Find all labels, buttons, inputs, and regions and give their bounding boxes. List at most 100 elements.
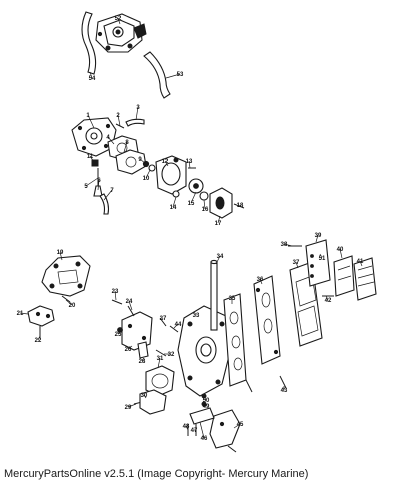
leader-line-25 xyxy=(117,331,121,335)
cover-plate-19 xyxy=(41,255,91,297)
leader-line-5 xyxy=(85,177,99,187)
callout-25: 25 xyxy=(115,332,122,338)
exhaust-cover-31 xyxy=(145,365,175,397)
leader-line-53 xyxy=(165,73,181,79)
callout-33: 33 xyxy=(193,313,200,319)
bracket-45 xyxy=(209,409,241,449)
leader-line-36 xyxy=(259,278,263,285)
callout-48: 48 xyxy=(183,424,190,430)
leader-line-2 xyxy=(117,114,121,127)
reed-stops-40 xyxy=(333,255,355,297)
callout-46: 46 xyxy=(201,436,208,442)
image-caption: MercuryPartsOnline v2.5.1 (Image Copyrig… xyxy=(4,468,309,480)
shaft-34 xyxy=(210,259,218,331)
callout-27: 27 xyxy=(160,316,167,322)
leader-line-7 xyxy=(103,189,113,201)
spacer-28 xyxy=(137,341,149,359)
leader-line-29 xyxy=(127,403,137,408)
callout-24: 24 xyxy=(126,299,133,305)
callout-50: 50 xyxy=(203,398,210,404)
callout-3: 3 xyxy=(136,105,140,111)
leader-line-11 xyxy=(89,155,95,163)
link-46 xyxy=(189,407,215,425)
callout-36: 36 xyxy=(257,277,264,283)
leader-line-19 xyxy=(59,251,63,261)
callout-37: 37 xyxy=(293,260,300,266)
fuel-pump-assembly xyxy=(95,13,147,53)
callout-49: 49 xyxy=(203,404,210,410)
callout-26: 26 xyxy=(125,347,132,353)
leader-line-14 xyxy=(172,196,177,208)
exploded-parts-diagram: 1234567891011121314151617181920212223242… xyxy=(17,11,377,453)
leader-line-41 xyxy=(359,260,363,267)
callout-6: 6 xyxy=(97,178,101,184)
leader-line-50 xyxy=(203,395,207,401)
callout-22: 22 xyxy=(35,338,42,344)
leader-line-4 xyxy=(107,136,115,145)
leader-line-12 xyxy=(164,160,169,167)
callout-12: 12 xyxy=(162,159,169,165)
leader-line-17 xyxy=(217,215,221,224)
leader-line-51 xyxy=(319,253,323,259)
leader-line-48 xyxy=(185,425,189,431)
callout-44: 44 xyxy=(175,322,182,328)
callout-35: 35 xyxy=(229,296,236,302)
gasket-30 xyxy=(139,389,167,415)
callout-11: 11 xyxy=(87,154,94,160)
screw-23 xyxy=(111,299,123,305)
callout-14: 14 xyxy=(170,205,177,211)
fuel-hose-53 xyxy=(143,51,171,99)
leader-line-46 xyxy=(199,421,205,439)
leader-line-28 xyxy=(141,357,145,362)
leader-line-27 xyxy=(161,317,164,321)
screw-44b xyxy=(245,379,253,393)
leader-line-24 xyxy=(128,300,133,311)
callout-38: 38 xyxy=(281,242,288,248)
callout-47: 47 xyxy=(191,428,198,434)
leader-line-10 xyxy=(145,169,151,179)
callout-53: 53 xyxy=(177,72,184,78)
callout-34: 34 xyxy=(217,254,224,260)
callout-32: 32 xyxy=(168,352,175,358)
screw-20a xyxy=(61,295,71,303)
leader-line-6 xyxy=(97,179,100,191)
leader-line-20 xyxy=(65,299,73,306)
leader-line-54 xyxy=(89,71,93,79)
leader-line-40 xyxy=(339,248,343,259)
leader-line-3 xyxy=(135,106,139,121)
callout-28: 28 xyxy=(139,359,146,365)
leader-line-23 xyxy=(114,290,117,301)
oring-10 xyxy=(148,164,156,172)
leader-line-45 xyxy=(233,423,241,429)
callout-23: 23 xyxy=(112,289,119,295)
callout-29: 29 xyxy=(125,405,132,411)
leader-line-38 xyxy=(283,243,293,247)
callout-7: 7 xyxy=(110,188,114,194)
reed-block-39 xyxy=(305,239,331,287)
leader-line-22 xyxy=(37,335,41,341)
bracket-26 xyxy=(121,311,153,351)
callout-52: 52 xyxy=(115,16,122,22)
hose-3 xyxy=(125,118,145,127)
callout-19: 19 xyxy=(57,250,64,256)
leader-line-9 xyxy=(139,158,147,165)
callout-54: 54 xyxy=(89,76,96,82)
callout-16: 16 xyxy=(202,207,209,213)
screw-18 xyxy=(233,203,245,209)
leader-line-8 xyxy=(123,141,128,153)
callout-40: 40 xyxy=(337,247,344,253)
callout-13: 13 xyxy=(186,159,193,165)
callout-leaders xyxy=(19,17,363,439)
callout-31: 31 xyxy=(157,356,164,362)
callout-51: 51 xyxy=(319,256,326,262)
leader-line-42 xyxy=(325,295,329,301)
housing-33 xyxy=(177,305,233,397)
leader-line-15 xyxy=(190,191,197,204)
grommet-16 xyxy=(199,191,209,201)
screw-24 xyxy=(127,305,135,317)
leader-line-1 xyxy=(87,114,95,129)
callout-15: 15 xyxy=(188,201,195,207)
callout-45: 45 xyxy=(237,422,244,428)
thermostat-housing-12 xyxy=(155,155,187,195)
leader-line-37 xyxy=(295,261,299,269)
